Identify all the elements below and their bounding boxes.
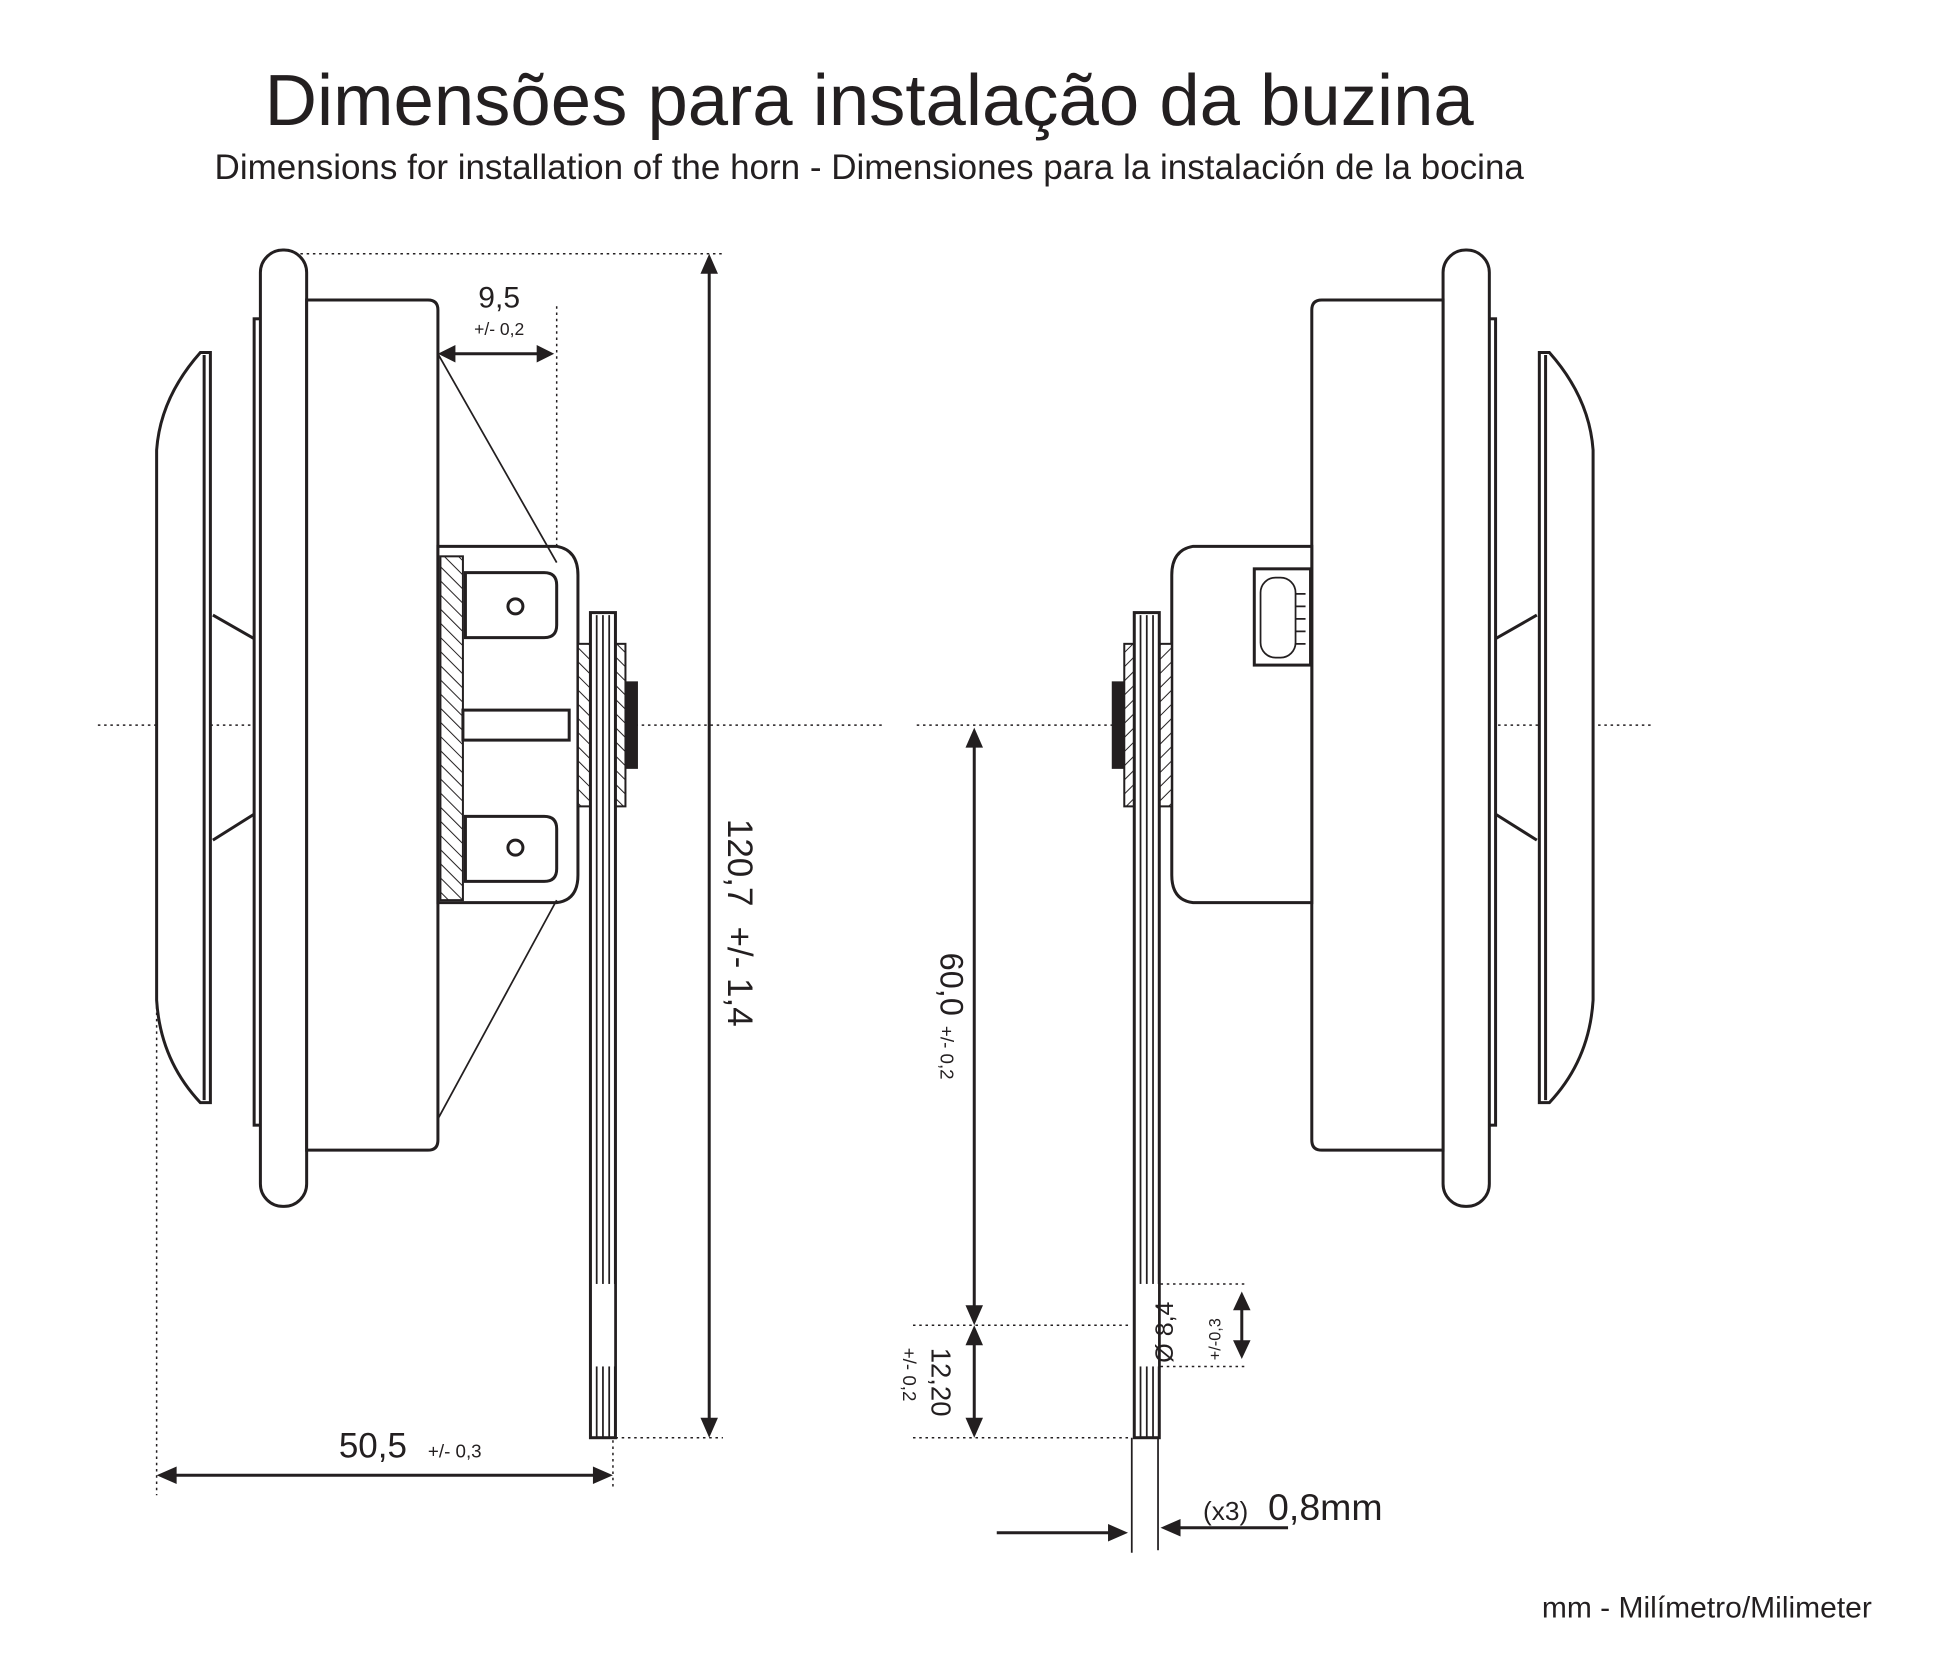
horn-side-view-left <box>155 248 640 1440</box>
svg-text:120,7+/- 1,4: 120,7+/- 1,4 <box>720 819 759 1027</box>
svg-text:+/- 0,3: +/- 0,3 <box>428 1441 482 1462</box>
dimension-total-height: 120,7+/- 1,4 <box>300 253 759 1439</box>
dimension-center-to-hole: 60,0+/- 0,2 <box>933 727 984 1326</box>
svg-text:50,5: 50,5 <box>339 1427 407 1466</box>
units-note: mm - Milímetro/Milimeter <box>1542 1592 1872 1625</box>
svg-text:+/- 0,2: +/- 0,2 <box>899 1348 920 1402</box>
mounting-bracket <box>1130 611 1161 1553</box>
page-subtitle: Dimensions for installation of the horn … <box>215 148 1525 187</box>
svg-text:(x3): (x3) <box>1203 1496 1248 1526</box>
dimension-total-depth: 50,5 +/- 0,3 <box>155 1000 614 1496</box>
dimension-bracket-thickness: (x3) 0,8mm <box>996 1486 1383 1542</box>
mounting-bracket <box>588 611 617 1440</box>
horn-side-view-right <box>1110 248 1595 1553</box>
svg-text:60,0+/- 0,2: 60,0+/- 0,2 <box>933 953 969 1080</box>
svg-text:Ø 8,4: Ø 8,4 <box>1151 1301 1179 1362</box>
svg-text:+/-0,3: +/-0,3 <box>1207 1318 1225 1360</box>
svg-text:+/- 0,2: +/- 0,2 <box>474 319 524 339</box>
dimension-rim-to-bracket: 9,5 +/- 0,2 <box>437 282 558 551</box>
svg-text:12,20: 12,20 <box>926 1348 957 1417</box>
page-title: Dimensões para instalação da buzina <box>265 60 1475 141</box>
svg-text:9,5: 9,5 <box>478 282 520 315</box>
dimension-hole-diameter: Ø 8,4 +/-0,3 <box>1151 1283 1251 1368</box>
svg-text:0,8mm: 0,8mm <box>1268 1486 1383 1528</box>
dimension-hole-to-end: 12,20 +/- 0,2 <box>899 1324 1132 1439</box>
